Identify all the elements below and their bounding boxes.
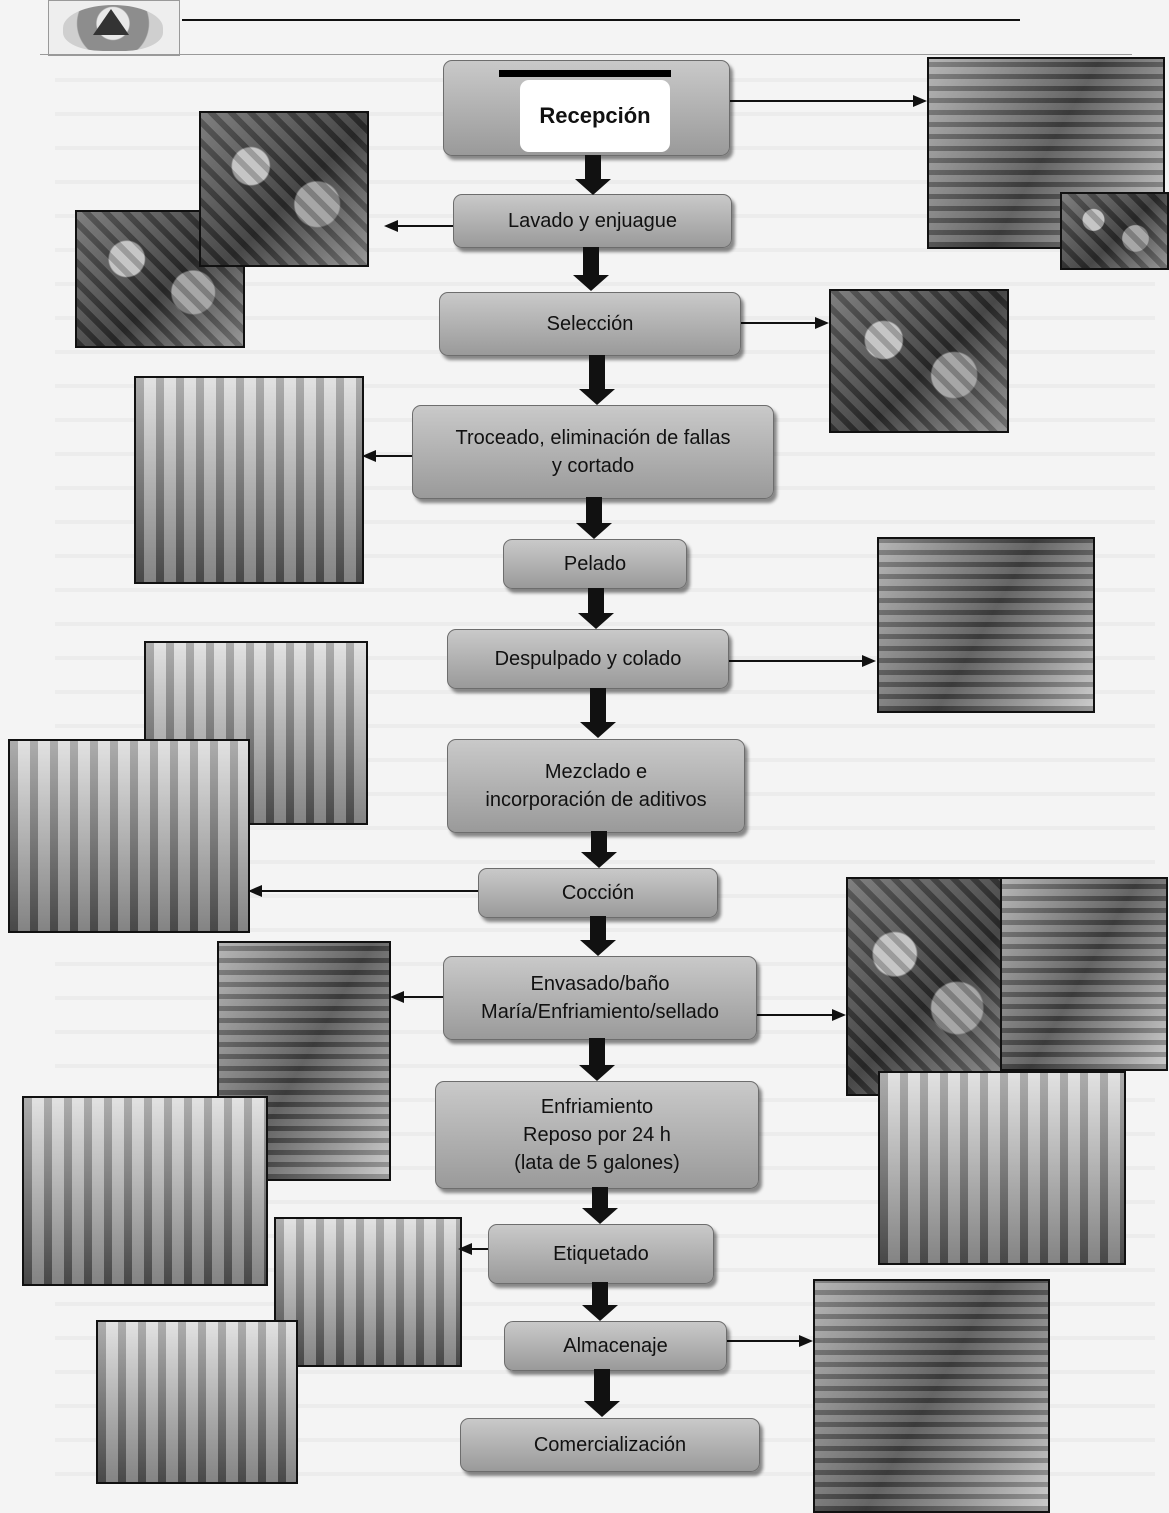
connector-troceado [374, 455, 412, 457]
step-almacenaje: Almacenaje [504, 1321, 727, 1371]
photo-boxes [96, 1320, 298, 1484]
step-seleccion: Selección [439, 292, 741, 356]
photo-filling-workers [846, 877, 1006, 1096]
photo-warehouse [813, 1279, 1050, 1513]
flow-arrow-1 [575, 155, 611, 195]
arrowhead-lavado [384, 220, 398, 232]
connector-lavado [396, 225, 453, 227]
photo-washing-fruit [199, 111, 369, 267]
flow-arrow-7 [581, 831, 617, 868]
arrowhead-coccion [248, 885, 262, 897]
photo-labels [274, 1217, 462, 1367]
step-pelado: Pelado [503, 539, 687, 589]
flow-arrow-10 [582, 1187, 618, 1224]
arrowhead-envasado-left [390, 991, 404, 1003]
step-coccion: Cocción [478, 868, 718, 918]
photo-sealing-machine [22, 1096, 268, 1286]
connector-almacenaje [725, 1340, 800, 1342]
arrowhead-despulpado [862, 655, 876, 667]
arrowhead-envasado-right [832, 1009, 846, 1021]
flow-arrow-5 [578, 588, 614, 629]
connector-coccion [260, 890, 480, 892]
arrowhead-troceado [362, 450, 376, 462]
step-comercializacion: Comercialización [460, 1418, 760, 1472]
connector-seleccion [740, 322, 816, 324]
arrowhead-recepcion [913, 95, 927, 107]
header-line [182, 19, 1020, 21]
step-lavado: Lavado y enjuague [453, 194, 732, 248]
arrowhead-etiquetado [458, 1243, 472, 1255]
logo [48, 0, 180, 56]
connector-envasado-right [755, 1014, 833, 1016]
arrowhead-almacenaje [799, 1335, 813, 1347]
photo-pulping-machine [877, 537, 1095, 713]
step-despulpado: Despulpado y colado [447, 629, 729, 689]
step-recepcion: Recepción [520, 80, 670, 152]
logo-triangle-icon [93, 9, 129, 35]
flow-arrow-11 [582, 1282, 618, 1321]
flow-arrow-9 [579, 1038, 615, 1081]
step-enfriamiento: Enfriamiento Reposo por 24 h (lata de 5 … [435, 1081, 759, 1189]
flow-arrow-3 [579, 355, 615, 405]
step-envasado: Envasado/baño María/Enfriamiento/sellado [443, 956, 757, 1040]
connector-despulpado [727, 660, 863, 662]
photo-bath-cans [217, 941, 391, 1181]
flow-arrow-12 [584, 1369, 620, 1417]
step-troceado: Troceado, eliminación de fallas y cortad… [412, 405, 774, 499]
flow-arrow-4 [576, 497, 612, 539]
photo-selection [829, 289, 1009, 433]
arrowhead-seleccion [815, 317, 829, 329]
header-rule [40, 54, 1132, 55]
photo-reception-crate [1060, 192, 1169, 270]
photo-cooking-kettles [8, 739, 250, 933]
photo-cooling-line [878, 1071, 1126, 1265]
flow-arrow-2 [573, 247, 609, 291]
flow-arrow-6 [580, 688, 616, 738]
connector-etiquetado [470, 1248, 490, 1250]
step-mezclado: Mezclado e incorporación de aditivos [447, 739, 745, 833]
step-recepcion-bar [499, 70, 671, 77]
step-etiquetado: Etiquetado [488, 1224, 714, 1284]
photo-sealing-worker [1000, 877, 1168, 1071]
connector-envasado-left [402, 996, 444, 998]
photo-cutting-workers [134, 376, 364, 584]
connector-recepcion [728, 100, 914, 102]
flow-arrow-8 [580, 916, 616, 956]
